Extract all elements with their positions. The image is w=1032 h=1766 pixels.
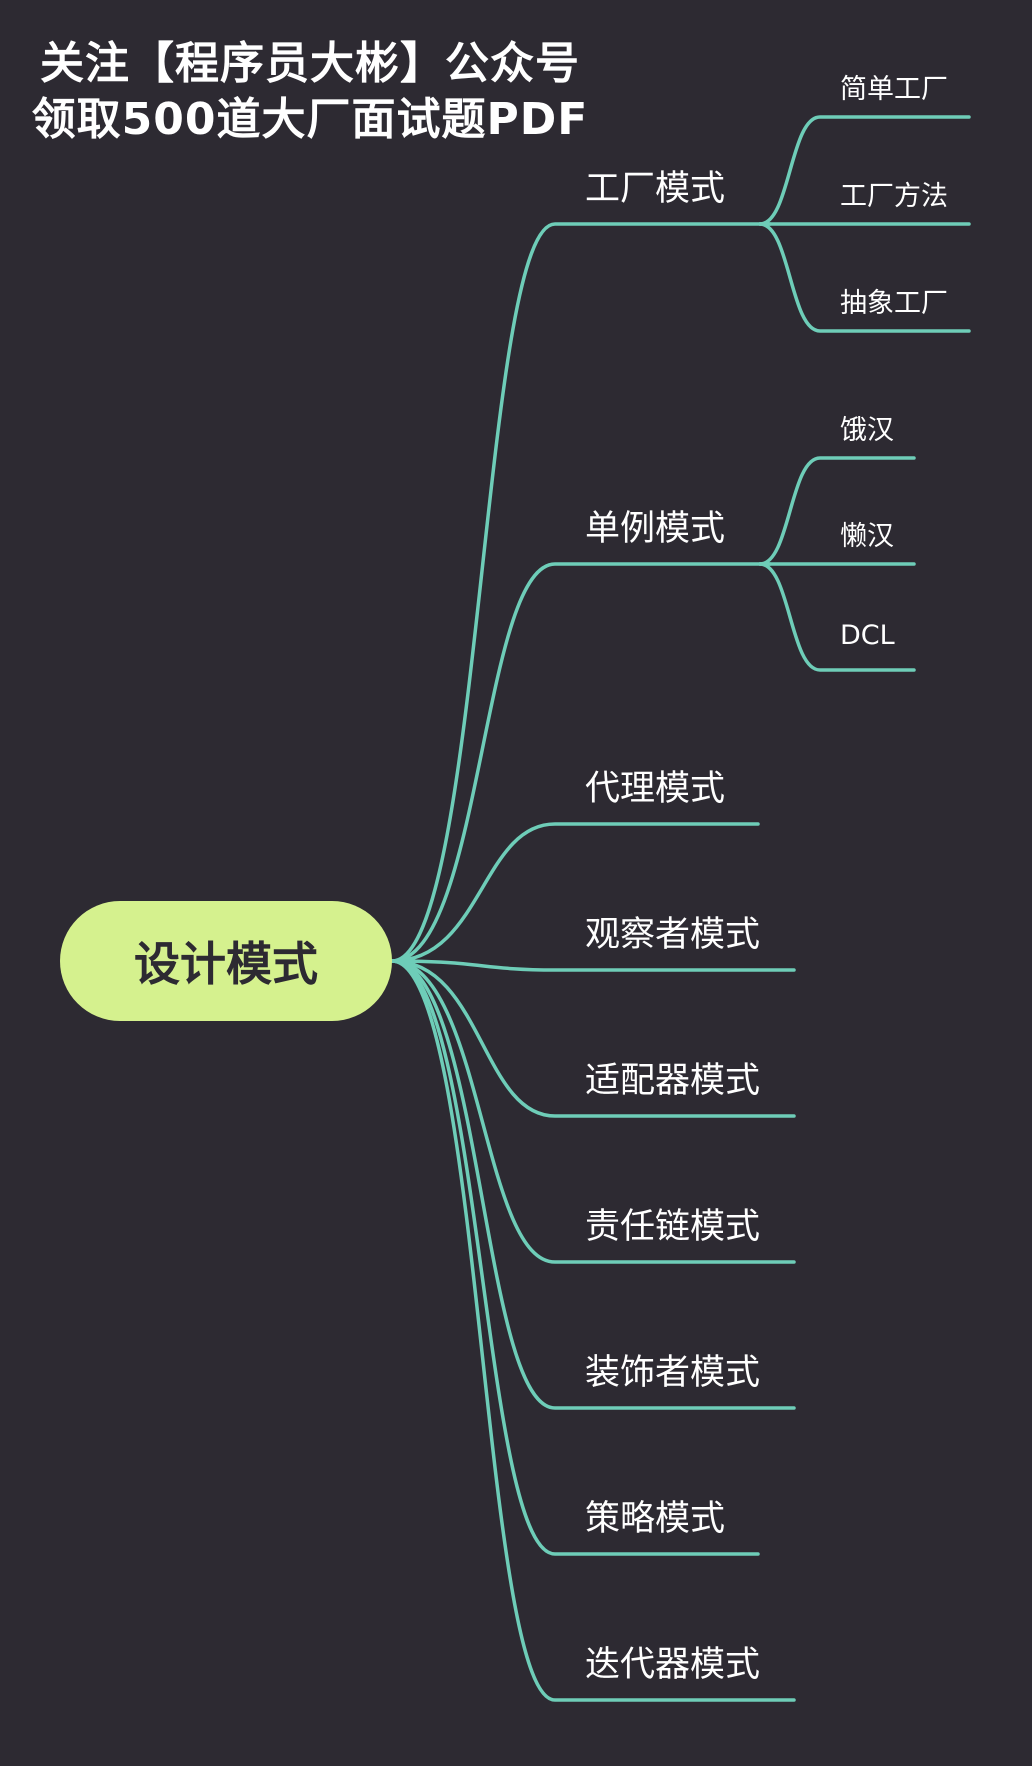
branch-connector <box>390 222 772 963</box>
branch-label[interactable]: 装饰者模式 <box>585 1353 761 1393</box>
branch-label[interactable]: 单例模式 <box>585 509 726 549</box>
leaf-label[interactable]: 工厂方法 <box>840 181 948 212</box>
leaf-label[interactable]: 简单工厂 <box>840 74 948 105</box>
root-label: 设计模式 <box>134 937 318 991</box>
branch-connector <box>390 959 796 972</box>
leaf-connector <box>758 562 916 672</box>
branch-label[interactable]: 策略模式 <box>585 1499 726 1539</box>
branch-label[interactable]: 适配器模式 <box>585 1061 761 1101</box>
watermark-line-1: 关注【程序员大彬】公众号 <box>40 38 580 89</box>
branch-label[interactable]: 代理模式 <box>585 769 726 809</box>
branch-label[interactable]: 责任链模式 <box>585 1207 761 1247</box>
branch-label[interactable]: 工厂模式 <box>585 169 726 209</box>
branch-connector <box>390 959 796 1702</box>
branch-connector <box>390 959 796 1410</box>
root-node[interactable]: 设计模式 <box>60 901 392 1021</box>
leaf-label[interactable]: 抽象工厂 <box>840 288 948 319</box>
branch-connector <box>390 822 760 963</box>
leaf-label[interactable]: DCL <box>840 620 895 651</box>
branch-label[interactable]: 观察者模式 <box>585 915 761 955</box>
watermark-line-2: 领取500道大厂面试题PDF <box>31 94 589 145</box>
branch-connector <box>390 562 772 963</box>
leaf-label[interactable]: 饿汉 <box>840 415 894 446</box>
branch-connector <box>390 959 796 1118</box>
leaf-connector <box>758 456 916 566</box>
branch-connector <box>390 959 760 1556</box>
leaf-connector <box>758 222 971 333</box>
branch-label[interactable]: 迭代器模式 <box>585 1645 761 1685</box>
watermark: 关注【程序员大彬】公众号 领取500道大厂面试题PDF <box>0 36 620 148</box>
branch-connector <box>390 959 796 1264</box>
leaf-label[interactable]: 懒汉 <box>840 521 894 552</box>
leaf-connector <box>758 115 971 226</box>
